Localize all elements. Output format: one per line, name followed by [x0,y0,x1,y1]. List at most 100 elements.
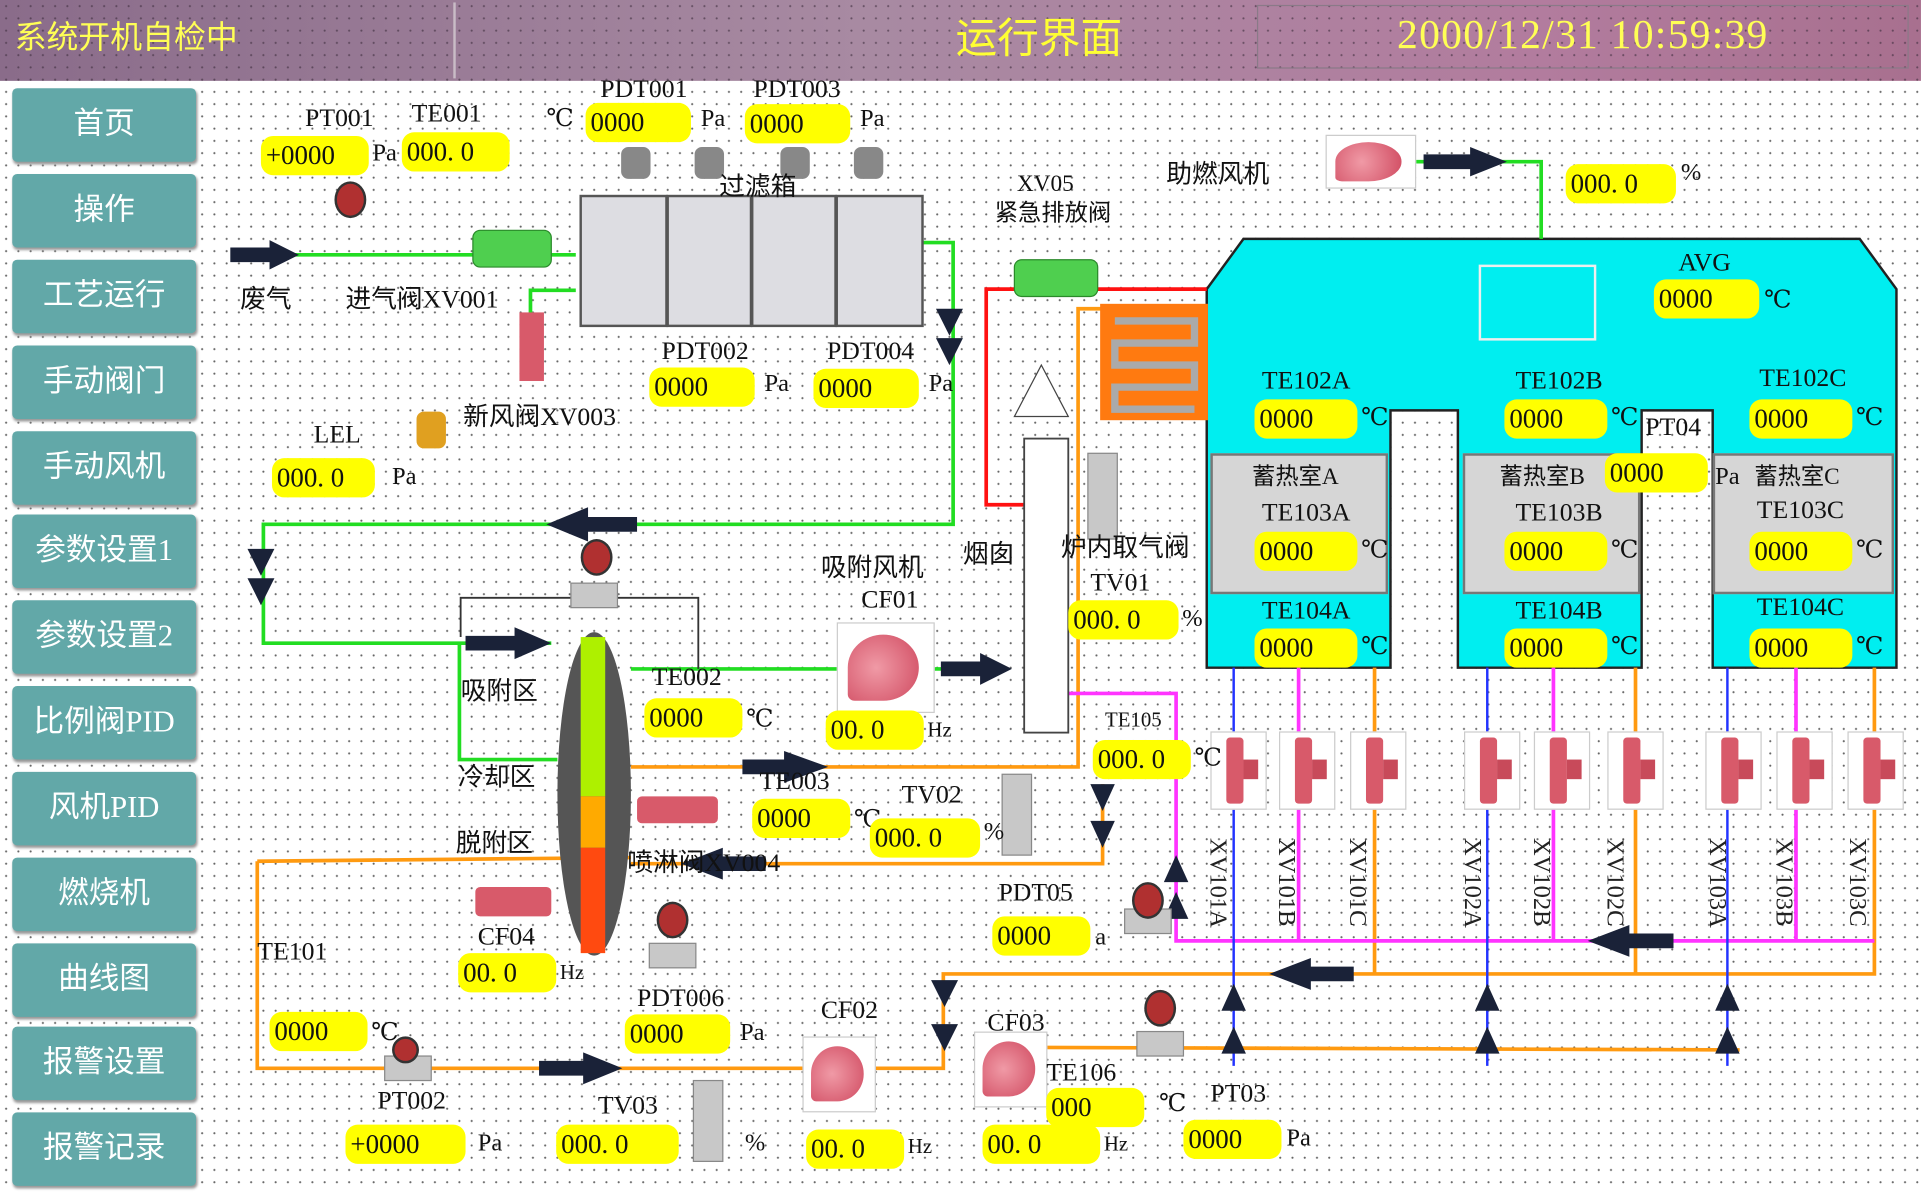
te102c-unit: ℃ [1856,404,1884,432]
nav-fan-pid[interactable]: 风机PID [12,771,197,846]
cf04-value: 00. 0 [458,953,557,993]
combustion-fan-unit: % [1680,159,1702,187]
te104a-label: TE104A [1261,595,1351,625]
adsorption-zone-label: 吸附区 [460,676,538,706]
nav-params-1[interactable]: 参数设置1 [12,514,197,589]
cf02-value: 00. 0 [806,1129,905,1169]
nav-params-2[interactable]: 参数设置2 [12,600,197,674]
valve-xv102a-icon[interactable] [1463,731,1521,810]
pt03-value: 0000 [1183,1119,1282,1159]
lel-label: LEL [313,418,361,449]
te104c-unit: ℃ [1856,633,1884,661]
cf02-fan-icon[interactable] [802,1036,876,1113]
pdt001-value: 0000 [585,102,691,143]
te002-value: 0000 [644,698,743,738]
lel-value: 000. 0 [271,458,375,498]
tv03-label: TV03 [597,1090,658,1120]
te103b-label: TE103B [1515,497,1603,527]
lel-unit: Pa [392,463,417,491]
cf01-label: 吸附风机 [820,552,924,582]
valve-xv103b-icon[interactable] [1776,731,1833,810]
label-xv102b: XV102B [1527,837,1555,927]
te102a-label: TE102A [1261,365,1351,395]
combustion-fan-value: 000. 0 [1565,164,1676,204]
pt04-unit: Pa [1715,463,1740,491]
valve-xv101b-icon[interactable] [1279,731,1336,810]
transmitter-icon [580,539,613,576]
te104c-label: TE104C [1756,591,1844,622]
avg-label: AVG [1678,247,1731,277]
valve-xv102b-icon[interactable] [1533,731,1591,810]
cf01-value: 00. 0 [825,710,924,750]
nav-manual-fans[interactable]: 手动风机 [12,431,197,505]
cf03-fan-icon[interactable] [973,1031,1048,1108]
pt001-value: +0000 [260,135,369,176]
pdt003-unit: Pa [860,105,885,133]
nav-trend[interactable]: 曲线图 [12,943,197,1017]
te103a-label: TE103A [1261,497,1351,527]
label-xv103b: XV103B [1770,837,1798,927]
nav-process[interactable]: 工艺运行 [12,259,197,334]
pdt004-unit: Pa [928,369,954,397]
te104b-label: TE104B [1515,595,1603,625]
te102b-label: TE102B [1515,365,1603,395]
avg-unit: ℃ [1764,286,1792,314]
valve-xv103c-icon[interactable] [1847,731,1904,810]
chamber-b-label: 蓄热室B [1499,464,1585,491]
label-xv102a: XV102A [1459,837,1487,928]
pdt003-label: PDT003 [753,73,841,103]
te003-value: 0000 [752,798,851,838]
green-valves [472,229,1099,298]
cf01-id: CF01 [861,584,919,614]
te102a-value: 0000 [1254,399,1358,439]
pdt006-transmitter-icon [656,901,689,939]
cf02-label: CF02 [820,994,879,1025]
valve-xv103a-icon[interactable] [1705,731,1762,810]
valve-xv101a-icon[interactable] [1210,731,1267,810]
tv02-label: TV02 [901,779,962,809]
te102c-label: TE102C [1759,362,1847,393]
pdt001-unit: Pa [700,105,726,133]
valve-xv102c-icon[interactable] [1607,731,1664,810]
nav-valve-pid[interactable]: 比例阀PID [12,686,197,760]
nav-operation[interactable]: 操作 [12,173,197,248]
nav-burner[interactable]: 燃烧机 [12,857,197,932]
pdt004-value: 0000 [813,368,919,408]
label-xv103a: XV103A [1704,837,1732,928]
nav-alarm-log[interactable]: 报警记录 [12,1112,197,1186]
xv003-label: 新风阀XV003 [463,401,617,432]
te101-value: 0000 [269,1011,368,1052]
pdt002-unit: Pa [764,369,789,397]
te103a-unit: ℃ [1361,536,1389,564]
pdt006-unit: Pa [739,1019,765,1047]
pt002-unit: Pa [477,1129,503,1157]
pink-equipment [475,312,718,917]
nav-alarm-settings[interactable]: 报警设置 [12,1026,197,1101]
pressure-gauges [416,147,884,449]
te101-label: TE101 [257,935,328,966]
pt002-value: +0000 [345,1124,466,1164]
te104b-unit: ℃ [1611,633,1639,661]
nav-manual-valves[interactable]: 手动阀门 [12,345,197,419]
pdt001-label: PDT001 [600,73,688,103]
label-xv103c: XV103C [1843,837,1871,927]
pdt05-value: 0000 [992,916,1091,956]
cooling-zone-label: 冷却区 [458,762,536,792]
te104a-unit: ℃ [1361,633,1389,661]
tv02-unit: % [983,818,1005,846]
xv05-name: 紧急排放阀 [994,200,1112,227]
gray-valves [384,452,1185,1163]
pt03-unit: Pa [1286,1124,1311,1152]
label-xv101a: XV101A [1204,837,1232,928]
desorption-zone-label: 脱附区 [455,828,533,858]
avg-value: 0000 [1653,279,1760,319]
combustion-fan-icon[interactable] [1325,134,1417,189]
cf01-fan-icon[interactable] [836,622,935,714]
nav-home[interactable]: 首页 [12,88,197,162]
te101-unit: ℃ [371,1019,399,1047]
cf02-unit: Hz [907,1134,933,1158]
pdt002-label: PDT002 [661,335,749,366]
page-title: 运行界面 [955,17,1123,63]
valve-xv101c-icon[interactable] [1350,731,1407,810]
pdt004-label: PDT004 [826,335,915,366]
